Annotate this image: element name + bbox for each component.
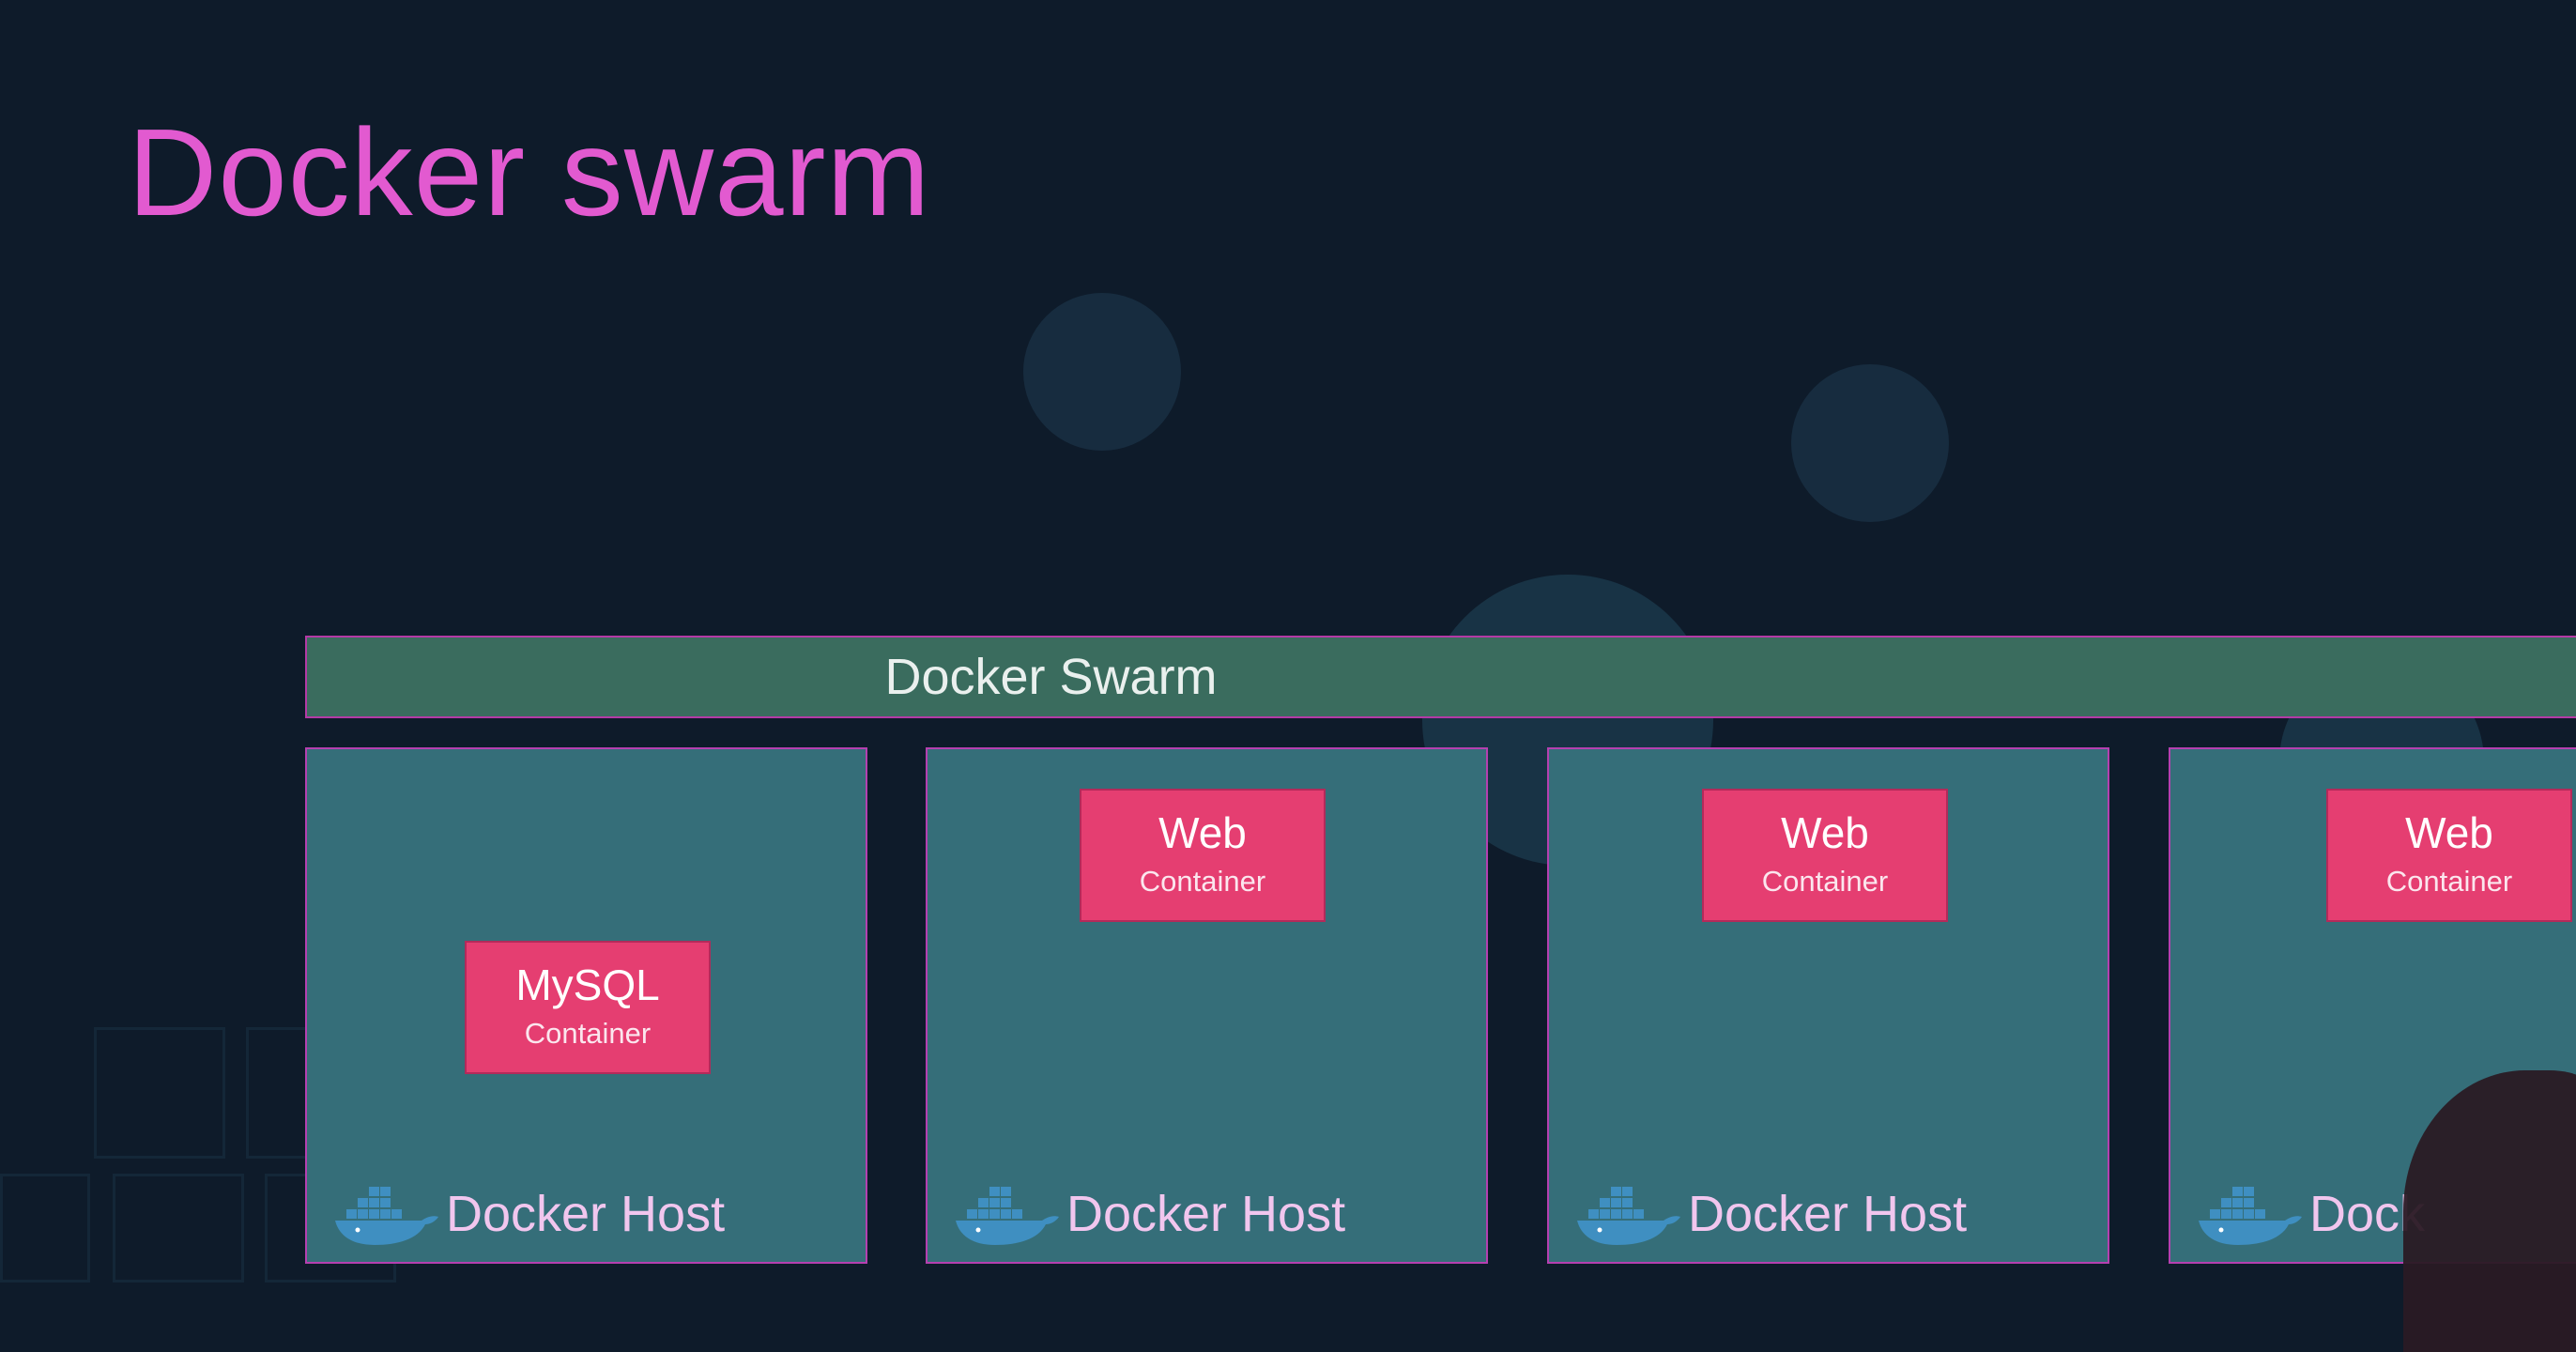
docker-swarm-label: Docker Swarm bbox=[884, 649, 1218, 705]
docker-host-box: Web Container Docker Host bbox=[926, 747, 1488, 1264]
web-container: Web Container bbox=[2326, 789, 2572, 922]
container-type: Container bbox=[524, 1016, 652, 1050]
docker-host-box: Web Container Docker Host bbox=[1547, 747, 2109, 1264]
docker-whale-icon bbox=[1577, 1187, 1680, 1245]
docker-host-label: Dock bbox=[2195, 1181, 2425, 1247]
container-type: Container bbox=[1139, 864, 1266, 898]
docker-host-text: Docker Host bbox=[1688, 1186, 1968, 1242]
container-name: MySQL bbox=[515, 960, 660, 1009]
container-type: Container bbox=[1761, 864, 1889, 898]
docker-whale-icon bbox=[335, 1187, 438, 1245]
docker-swarm-bar: Docker Swarm bbox=[305, 636, 2576, 718]
web-container: Web Container bbox=[1080, 789, 1326, 922]
background-circle bbox=[1791, 364, 1949, 522]
docker-host-label: Docker Host bbox=[952, 1181, 1345, 1247]
container-name: Web bbox=[1158, 808, 1247, 857]
container-type: Container bbox=[2385, 864, 2513, 898]
container-name: Web bbox=[1781, 808, 1869, 857]
web-container: Web Container bbox=[1702, 789, 1948, 922]
docker-whale-icon bbox=[2199, 1187, 2302, 1245]
slide-title: Docker swarm bbox=[128, 103, 931, 241]
docker-host-text: Docker Host bbox=[446, 1186, 726, 1242]
background-circle bbox=[1023, 293, 1181, 451]
mysql-container: MySQL Container bbox=[465, 941, 711, 1074]
docker-host-text: Docker Host bbox=[1066, 1186, 1346, 1242]
docker-host-label: Docker Host bbox=[331, 1181, 725, 1247]
container-name: Web bbox=[2405, 808, 2493, 857]
docker-host-box: MySQL Container Docker Host bbox=[305, 747, 867, 1264]
docker-whale-icon bbox=[956, 1187, 1059, 1245]
docker-host-label: Docker Host bbox=[1573, 1181, 1967, 1247]
